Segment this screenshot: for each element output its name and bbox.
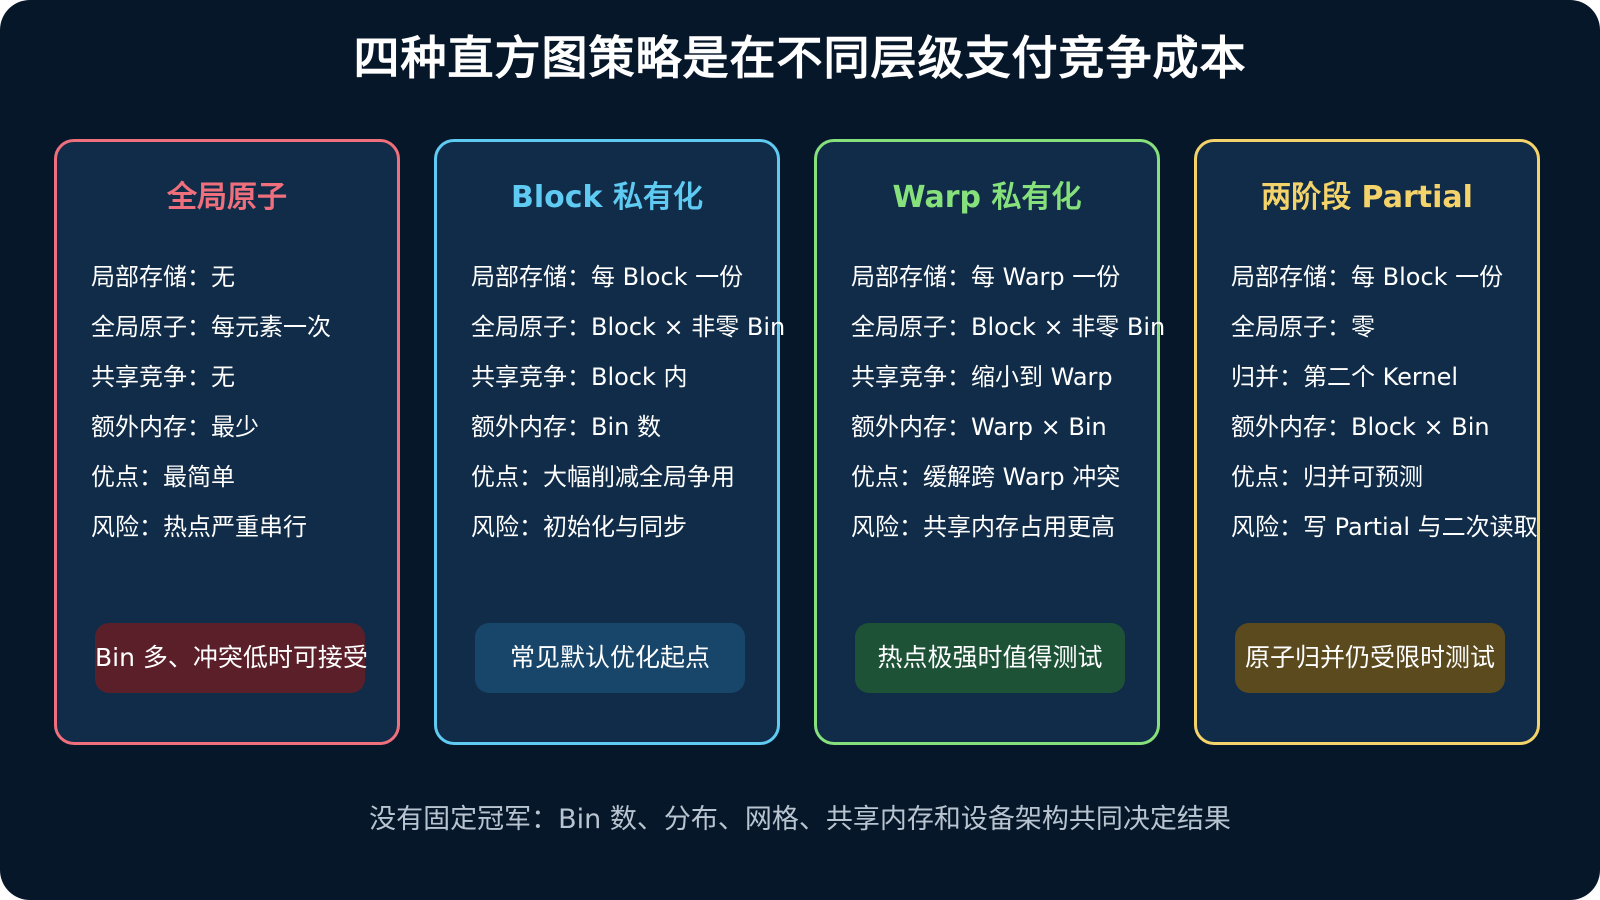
card-rows: 局部存储：无 全局原子：每元素一次 共享竞争：无 额外内存：最少 优点：最简单 … bbox=[91, 252, 331, 552]
card-row: 归并：第二个 Kernel bbox=[1231, 363, 1459, 391]
card-badge: 原子归并仍受限时测试 bbox=[1235, 623, 1505, 693]
card-row: 额外内存：Block × Bin bbox=[1231, 413, 1490, 441]
card-row: 额外内存：Warp × Bin bbox=[851, 413, 1107, 441]
card-row: 优点：缓解跨 Warp 冲突 bbox=[851, 463, 1121, 491]
card-row: 风险：写 Partial 与二次读取 bbox=[1231, 513, 1538, 541]
card-row: 局部存储：每 Block 一份 bbox=[471, 263, 744, 291]
card-row: 全局原子：Block × 非零 Bin bbox=[851, 313, 1166, 341]
card-row: 优点：归并可预测 bbox=[1231, 463, 1423, 491]
card-title: Warp 私有化 bbox=[892, 180, 1082, 215]
card-warp-privatization: Warp 私有化 局部存储：每 Warp 一份 全局原子：Block × 非零 … bbox=[814, 139, 1165, 745]
card-row: 局部存储：无 bbox=[91, 263, 235, 291]
card-row: 共享竞争：Block 内 bbox=[471, 363, 688, 391]
card-row: 风险：共享内存占用更高 bbox=[851, 513, 1115, 541]
card-row: 全局原子：Block × 非零 Bin bbox=[471, 313, 786, 341]
page-title: 四种直方图策略是在不同层级支付竞争成本 bbox=[353, 31, 1247, 85]
card-row: 共享竞争：缩小到 Warp bbox=[851, 363, 1113, 391]
card-row: 优点：最简单 bbox=[91, 463, 235, 491]
card-rows: 局部存储：每 Warp 一份 全局原子：Block × 非零 Bin 共享竞争：… bbox=[851, 252, 1165, 552]
card-row: 风险：初始化与同步 bbox=[471, 513, 687, 541]
card-row: 局部存储：每 Warp 一份 bbox=[851, 263, 1121, 291]
card-row: 额外内存：最少 bbox=[91, 413, 259, 441]
card-badge: 常见默认优化起点 bbox=[475, 623, 745, 693]
card-badge: Bin 多、冲突低时可接受 bbox=[95, 623, 368, 693]
card-global-atomic: 全局原子 局部存储：无 全局原子：每元素一次 共享竞争：无 额外内存：最少 优点… bbox=[54, 139, 400, 745]
card-block-privatization: Block 私有化 局部存储：每 Block 一份 全局原子：Block × 非… bbox=[434, 139, 785, 745]
card-row: 局部存储：每 Block 一份 bbox=[1231, 263, 1504, 291]
card-title: 两阶段 Partial bbox=[1261, 180, 1473, 215]
card-row: 全局原子：每元素一次 bbox=[91, 313, 331, 341]
card-badge: 热点极强时值得测试 bbox=[855, 623, 1125, 693]
footer-note: 没有固定冠军：Bin 数、分布、网格、共享内存和设备架构共同决定结果 bbox=[369, 804, 1231, 835]
card-title: 全局原子 bbox=[167, 180, 287, 215]
card-title: Block 私有化 bbox=[511, 180, 703, 215]
card-rows: 局部存储：每 Block 一份 全局原子：零 归并：第二个 Kernel 额外内… bbox=[1231, 252, 1538, 552]
card-two-stage-partial: 两阶段 Partial 局部存储：每 Block 一份 全局原子：零 归并：第二… bbox=[1194, 139, 1540, 745]
card-row: 风险：热点严重串行 bbox=[91, 513, 307, 541]
card-row: 全局原子：零 bbox=[1231, 313, 1375, 341]
card-row: 额外内存：Bin 数 bbox=[471, 413, 661, 441]
card-rows: 局部存储：每 Block 一份 全局原子：Block × 非零 Bin 共享竞争… bbox=[471, 252, 785, 552]
card-row: 优点：大幅削减全局争用 bbox=[471, 463, 735, 491]
card-row: 共享竞争：无 bbox=[91, 363, 235, 391]
